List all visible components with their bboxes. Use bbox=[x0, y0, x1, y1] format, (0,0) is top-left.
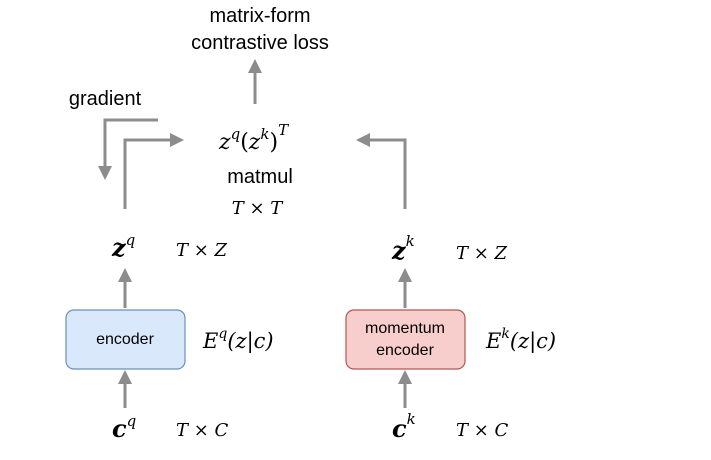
loss-label-line2: contrastive loss bbox=[191, 32, 329, 54]
arrow-cq-to-encoder-head bbox=[118, 370, 132, 384]
matmul-shape: T × T bbox=[232, 198, 285, 219]
arrow-encoder-to-zq-head bbox=[118, 268, 132, 282]
cq-shape: T × C bbox=[176, 420, 229, 441]
arrow-matmul-to-loss-head bbox=[248, 59, 262, 73]
zk-shape: T × Z bbox=[456, 243, 508, 264]
matmul-label: matmul bbox=[227, 166, 293, 188]
arrow-momentum-to-zk-head bbox=[398, 268, 412, 282]
ck-shape: T × C bbox=[456, 420, 509, 441]
momentum-encoder-label-line2: encoder bbox=[376, 342, 434, 359]
momentum-encoder-function: Ek(z|c) bbox=[485, 326, 556, 354]
gradient-label: gradient bbox=[69, 88, 142, 110]
encoder-box bbox=[65, 309, 186, 370]
zq-symbol: zq bbox=[111, 231, 135, 262]
zk-symbol: zk bbox=[391, 232, 415, 265]
encoder-function: Eq(z|c) bbox=[202, 326, 274, 354]
gradient-arrow bbox=[103, 118, 158, 166]
arrow-zk-to-matmul-head bbox=[356, 133, 370, 147]
loss-label-line1: matrix-form bbox=[209, 5, 310, 27]
encoder-label: encoder bbox=[96, 331, 154, 348]
arrow-zq-to-matmul bbox=[123, 138, 170, 209]
momentum-encoder-label-line1: momentum bbox=[365, 320, 445, 337]
matmul-expression: zq(zk)T bbox=[218, 121, 289, 155]
arrow-ck-to-momentum-head bbox=[398, 370, 412, 384]
gradient-arrow-head bbox=[98, 166, 112, 180]
momentum-encoder-box bbox=[345, 309, 466, 370]
cq-symbol: cq bbox=[112, 412, 136, 443]
zq-shape: T × Z bbox=[176, 240, 228, 261]
arrow-zk-to-matmul bbox=[370, 138, 407, 209]
arrow-zq-to-matmul-head bbox=[170, 133, 184, 147]
ck-symbol: ck bbox=[392, 410, 416, 443]
